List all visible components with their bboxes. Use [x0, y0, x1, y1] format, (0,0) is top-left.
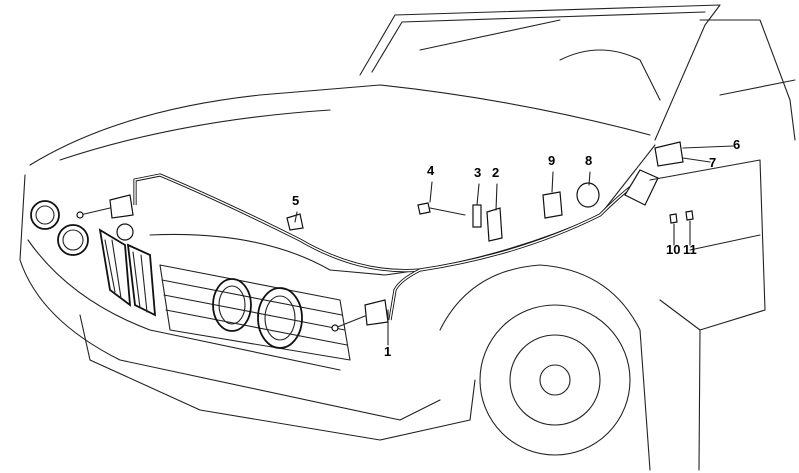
callout-5: 5 — [292, 193, 300, 208]
callout-4: 4 — [427, 163, 435, 178]
callout-3: 3 — [474, 165, 482, 180]
callout-6: 6 — [733, 137, 741, 152]
callout-7: 7 — [709, 155, 717, 170]
callout-8: 8 — [585, 153, 593, 168]
callout-11: 11 — [683, 242, 697, 257]
callout-9: 9 — [548, 153, 556, 168]
callout-10: 10 — [666, 242, 681, 257]
callout-2: 2 — [492, 165, 500, 180]
callout-1: 1 — [384, 344, 392, 359]
